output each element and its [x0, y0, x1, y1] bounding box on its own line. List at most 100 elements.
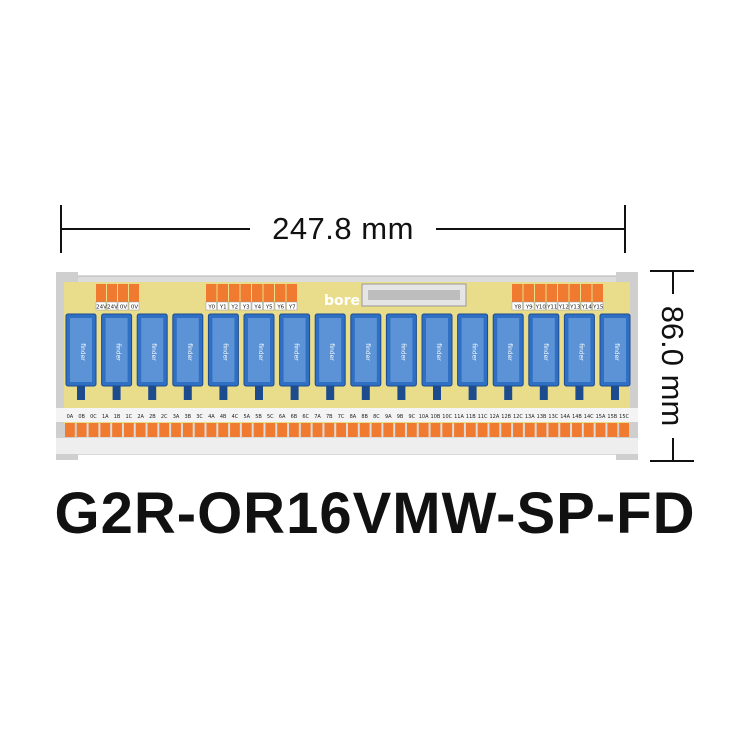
width-dimension: 247.8 mm	[60, 205, 626, 253]
relay-window	[176, 318, 199, 382]
top-terminal-lever	[229, 284, 240, 302]
top-terminal-label: Y9	[525, 305, 533, 311]
output-terminal-label: 0C	[90, 414, 97, 420]
output-terminal-lever	[383, 423, 394, 437]
output-terminal-label: 1B	[114, 414, 121, 420]
output-terminal-lever	[336, 423, 346, 437]
output-terminal-lever	[465, 423, 476, 437]
relay-brand-label: finder	[79, 343, 86, 361]
top-terminal-label: Y15	[592, 305, 604, 311]
output-terminal-label: 13A	[525, 414, 535, 420]
output-terminal-lever	[230, 423, 240, 437]
output-terminal-label: 5B	[255, 414, 262, 420]
relay-brand-label: finder	[328, 343, 335, 361]
product-model-title: G2R-OR16VMW-SP-FD	[54, 481, 696, 546]
top-terminal-lever	[275, 284, 286, 302]
top-terminal-label-box	[240, 301, 252, 311]
output-terminal-label: 14A	[560, 414, 570, 420]
top-terminal-label-box	[251, 301, 263, 311]
top-terminal-label-box	[580, 301, 592, 311]
output-terminal-label: 4A	[208, 414, 215, 420]
height-dimension-label: 86.0 mm	[655, 305, 690, 427]
top-terminal-label-box	[511, 301, 523, 311]
top-terminal-label: Y6	[276, 305, 284, 311]
output-terminal-label: 4C	[232, 414, 239, 420]
output-terminal-lever	[135, 423, 146, 437]
height-dimension-line-top	[672, 272, 674, 294]
output-terminal-lever	[88, 423, 99, 437]
output-terminal-lever	[442, 423, 453, 437]
top-terminal-lever	[263, 284, 274, 302]
top-terminal-label-box	[128, 301, 140, 311]
relay-window	[212, 318, 235, 382]
top-terminal-label: Y1	[219, 305, 227, 311]
relay-socket-clip	[433, 386, 441, 400]
output-terminal-lever	[253, 423, 264, 437]
output-terminal-label: 2C	[161, 414, 168, 420]
output-terminal-label: 12C	[513, 414, 523, 420]
output-terminal-label: 7B	[326, 414, 333, 420]
top-terminal-lever	[107, 284, 117, 302]
output-terminal-lever	[171, 423, 181, 437]
top-terminal-label-box	[523, 301, 535, 311]
output-terminal-lever	[159, 423, 170, 437]
output-terminal-label: 6C	[302, 414, 309, 420]
output-terminal-label: 0B	[78, 414, 85, 420]
relay-socket-clip	[326, 386, 335, 400]
output-terminal-lever	[359, 423, 370, 437]
top-terminal-lever	[512, 284, 523, 302]
output-terminal-label: 15B	[607, 414, 617, 420]
top-terminal-label: Y7	[288, 305, 296, 311]
output-terminal-label: 15C	[619, 414, 629, 420]
brand-logo: bore	[324, 293, 360, 309]
output-terminal-lever	[289, 423, 299, 437]
top-terminal-label: Y13	[569, 305, 581, 311]
output-terminal-lever	[194, 423, 205, 437]
relay-brand-label: finder	[613, 343, 620, 361]
relay-brand-label: finder	[577, 343, 584, 361]
height-dimension-bottom-cap	[650, 460, 694, 462]
top-terminal-label-box	[263, 301, 275, 311]
top-terminal-label: Y4	[253, 305, 261, 311]
top-terminal-lever	[286, 284, 297, 302]
output-terminal-lever	[501, 423, 512, 437]
output-terminal-label: 6A	[279, 414, 286, 420]
relay-window	[354, 318, 377, 382]
relay-brand-label: finder	[542, 343, 549, 361]
output-terminal-lever	[513, 423, 523, 437]
top-terminal-label-box	[286, 301, 298, 311]
output-terminal-label: 14C	[584, 414, 594, 420]
output-terminal-label: 12A	[489, 414, 499, 420]
output-terminal-label: 14B	[572, 414, 582, 420]
output-terminal-label: 1A	[102, 414, 109, 420]
output-terminal-lever	[619, 423, 629, 437]
top-terminal-lever	[118, 284, 128, 302]
output-terminal-label: 10C	[442, 414, 452, 420]
output-terminal-lever	[241, 423, 252, 437]
output-terminal-lever	[418, 423, 429, 437]
top-terminal-label: Y3	[242, 305, 250, 311]
output-terminal-lever	[324, 423, 335, 437]
relay-socket-clip	[397, 386, 406, 400]
output-terminal-label: 6B	[291, 414, 298, 420]
output-terminal-lever	[524, 423, 535, 437]
top-terminal-label-box	[569, 301, 581, 311]
output-terminal-lever	[548, 423, 559, 437]
relay-brand-label: finder	[399, 343, 406, 361]
relay-window	[141, 318, 164, 382]
output-terminal-lever	[312, 423, 323, 437]
top-terminal-lever	[129, 284, 139, 302]
top-terminal-label-box	[557, 301, 569, 311]
output-terminal-label: 5A	[243, 414, 250, 420]
top-terminal-lever	[523, 284, 534, 302]
output-terminal-lever	[477, 423, 488, 437]
output-terminal-label: 7A	[314, 414, 321, 420]
output-terminal-label: 2A	[137, 414, 144, 420]
output-terminal-label: 8B	[361, 414, 368, 420]
top-terminal-label-box	[534, 301, 546, 311]
output-terminal-lever	[595, 423, 606, 437]
output-terminal-label: 4B	[220, 414, 227, 420]
